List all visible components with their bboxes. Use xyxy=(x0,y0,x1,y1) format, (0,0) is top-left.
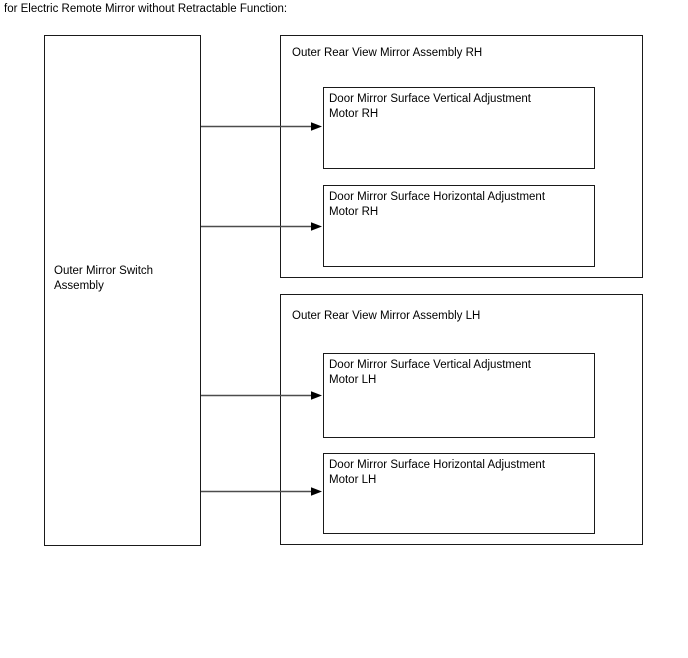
block-door-mirror-surface-vertical-adjustment-motor-rh: Door Mirror Surface Vertical Adjustment … xyxy=(323,87,595,169)
group-outer-rear-view-mirror-assembly-rh: Outer Rear View Mirror Assembly RH Door … xyxy=(280,35,643,278)
block-label-motor-rh-vertical: Door Mirror Surface Vertical Adjustment … xyxy=(329,93,531,120)
group-label-rh: Outer Rear View Mirror Assembly RH xyxy=(292,47,483,59)
group-label-lh: Outer Rear View Mirror Assembly LH xyxy=(292,310,481,322)
diagram-caption: for Electric Remote Mirror without Retra… xyxy=(4,3,288,15)
block-door-mirror-surface-vertical-adjustment-motor-lh: Door Mirror Surface Vertical Adjustment … xyxy=(323,353,595,438)
block-outer-mirror-switch-assembly: Outer Mirror Switch Assembly xyxy=(44,35,201,546)
group-outer-rear-view-mirror-assembly-lh: Outer Rear View Mirror Assembly LH Door … xyxy=(280,294,643,545)
block-label-outer-mirror-switch-assembly: Outer Mirror Switch Assembly xyxy=(54,265,154,292)
block-door-mirror-surface-horizontal-adjustment-motor-rh: Door Mirror Surface Horizontal Adjustmen… xyxy=(323,185,595,267)
block-label-motor-lh-horizontal: Door Mirror Surface Horizontal Adjustmen… xyxy=(329,459,546,486)
block-label-motor-rh-horizontal: Door Mirror Surface Horizontal Adjustmen… xyxy=(329,191,546,218)
block-label-motor-lh-vertical: Door Mirror Surface Vertical Adjustment … xyxy=(329,359,531,386)
block-door-mirror-surface-horizontal-adjustment-motor-lh: Door Mirror Surface Horizontal Adjustmen… xyxy=(323,453,595,534)
